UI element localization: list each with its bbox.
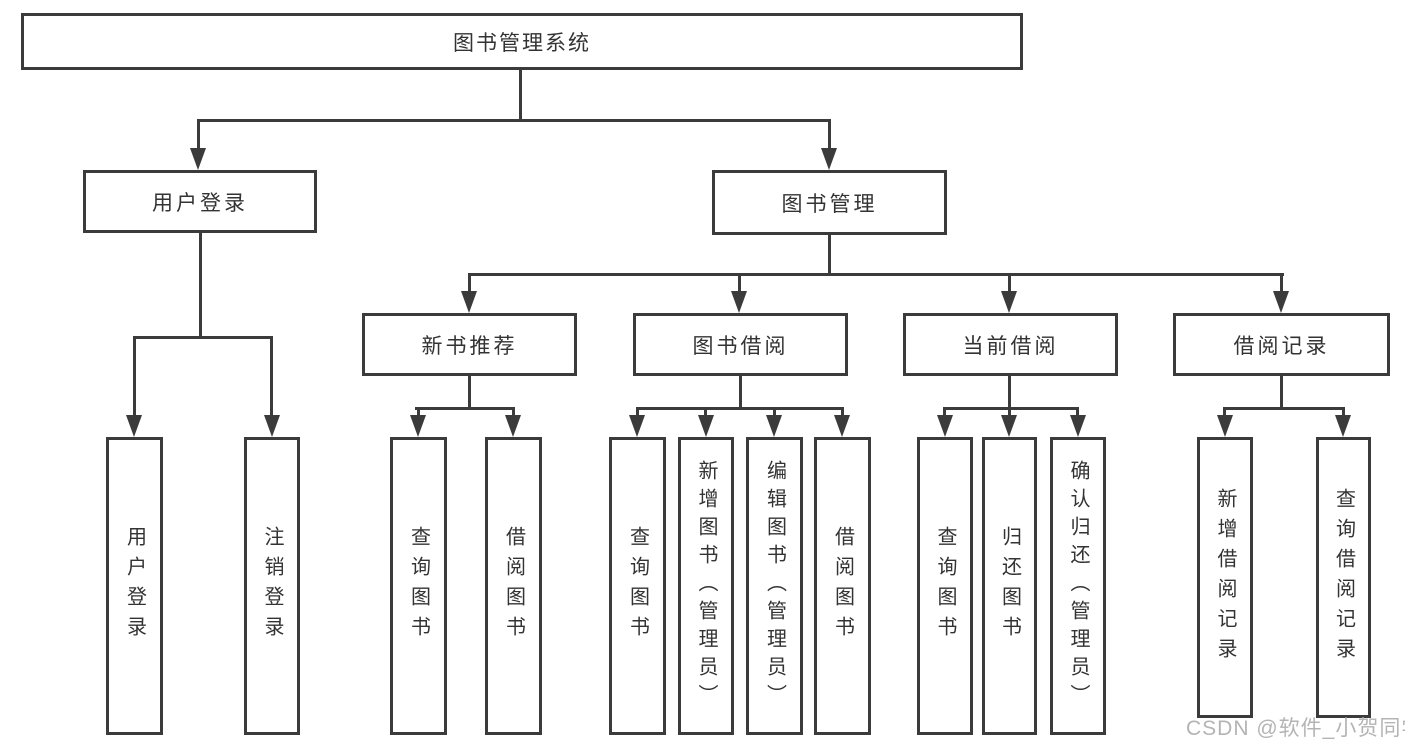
connector-line bbox=[828, 122, 831, 150]
arrow-down-icon bbox=[629, 415, 645, 437]
node-book-management-label: 图书管理 bbox=[781, 192, 878, 216]
arrow-down-icon bbox=[698, 415, 714, 437]
connector-line bbox=[1076, 409, 1079, 417]
leaf-borrow-books-recommend: 借阅图书 bbox=[485, 437, 542, 735]
connector-line bbox=[468, 376, 471, 407]
arrow-down-icon bbox=[1001, 415, 1017, 437]
leaf-query-books-borrowing-label: 查询图书 bbox=[626, 526, 649, 646]
leaf-user-login-label: 用户登录 bbox=[123, 526, 146, 646]
connector-line bbox=[773, 409, 776, 417]
connector-line bbox=[1280, 276, 1283, 293]
connector-line bbox=[519, 70, 522, 119]
leaf-logout: 注销登录 bbox=[244, 437, 300, 735]
node-new-book-recommend: 新书推荐 bbox=[362, 313, 577, 376]
leaf-query-books-recommend-label: 查询图书 bbox=[407, 526, 430, 646]
leaf-edit-books-admin: 编辑图书（管理员） bbox=[746, 437, 803, 735]
leaf-add-books-admin-label: 新增图书（管理员） bbox=[695, 460, 717, 712]
connector-line bbox=[636, 409, 639, 417]
arrow-down-icon bbox=[126, 415, 142, 437]
node-root-system-label: 图书管理系统 bbox=[453, 31, 591, 55]
node-new-book-recommend-label: 新书推荐 bbox=[421, 334, 518, 358]
connector-line bbox=[133, 336, 273, 339]
arrow-down-icon bbox=[410, 415, 426, 437]
arrow-down-icon bbox=[766, 415, 782, 437]
arrow-down-icon bbox=[937, 415, 953, 437]
connector-line bbox=[739, 376, 742, 407]
connector-line bbox=[417, 409, 420, 417]
node-borrowing-records-label: 借阅记录 bbox=[1233, 334, 1330, 358]
connector-line bbox=[512, 409, 515, 417]
connector-line bbox=[738, 276, 741, 293]
connector-line bbox=[636, 407, 844, 410]
connector-line bbox=[1008, 409, 1011, 417]
arrow-down-icon bbox=[1273, 291, 1289, 313]
leaf-query-books-recommend: 查询图书 bbox=[390, 437, 447, 735]
connector-line bbox=[468, 273, 1284, 276]
connector-line bbox=[1223, 407, 1345, 410]
arrow-down-icon bbox=[190, 148, 206, 170]
leaf-add-books-admin: 新增图书（管理员） bbox=[678, 437, 734, 735]
leaf-add-borrow-record-label: 新增借阅记录 bbox=[1214, 487, 1236, 668]
leaf-borrow-books-recommend-label: 借阅图书 bbox=[502, 526, 525, 646]
leaf-query-books-borrowing: 查询图书 bbox=[609, 437, 666, 735]
leaf-return-books: 归还图书 bbox=[982, 437, 1037, 735]
leaf-return-books-label: 归还图书 bbox=[998, 526, 1021, 646]
connector-line bbox=[199, 233, 202, 336]
connector-line bbox=[133, 339, 136, 417]
arrow-down-icon bbox=[461, 291, 477, 313]
node-book-borrowing: 图书借阅 bbox=[633, 313, 848, 376]
connector-line bbox=[1008, 376, 1011, 407]
connector-line bbox=[943, 407, 1079, 410]
leaf-borrow-books-borrowing: 借阅图书 bbox=[814, 437, 871, 735]
arrow-down-icon bbox=[1001, 291, 1017, 313]
connector-line bbox=[704, 409, 707, 417]
arrow-down-icon bbox=[505, 415, 521, 437]
leaf-logout-label: 注销登录 bbox=[261, 526, 283, 646]
leaf-confirm-return-admin-label: 确认归还（管理员） bbox=[1067, 460, 1089, 712]
connector-line bbox=[270, 339, 273, 417]
connector-line bbox=[1342, 409, 1345, 417]
connector-line bbox=[1280, 376, 1283, 407]
connector-line bbox=[197, 122, 200, 150]
arrow-down-icon bbox=[1217, 415, 1233, 437]
node-book-management: 图书管理 bbox=[712, 170, 947, 235]
leaf-query-books-current-label: 查询图书 bbox=[934, 526, 956, 646]
node-user-login: 用户登录 bbox=[83, 170, 317, 233]
arrow-down-icon bbox=[834, 415, 850, 437]
node-user-login-label: 用户登录 bbox=[152, 191, 248, 215]
connector-line bbox=[197, 119, 831, 122]
arrow-down-icon bbox=[731, 291, 747, 313]
leaf-add-borrow-record: 新增借阅记录 bbox=[1197, 437, 1253, 718]
connector-line bbox=[415, 407, 515, 410]
leaf-query-borrow-record: 查询借阅记录 bbox=[1316, 437, 1371, 718]
arrow-down-icon bbox=[821, 148, 837, 170]
connector-line bbox=[828, 235, 831, 273]
leaf-query-borrow-record-label: 查询借阅记录 bbox=[1332, 487, 1355, 668]
node-borrowing-records: 借阅记录 bbox=[1173, 313, 1390, 376]
connector-line bbox=[1008, 276, 1011, 293]
connector-line bbox=[841, 409, 844, 417]
leaf-edit-books-admin-label: 编辑图书（管理员） bbox=[763, 460, 786, 712]
leaf-borrow-books-borrowing-label: 借阅图书 bbox=[831, 526, 854, 646]
arrow-down-icon bbox=[1070, 415, 1086, 437]
leaf-query-books-current: 查询图书 bbox=[917, 437, 973, 735]
node-current-borrowing: 当前借阅 bbox=[903, 313, 1118, 376]
node-current-borrowing-label: 当前借阅 bbox=[962, 334, 1059, 358]
connector-line bbox=[1223, 409, 1226, 417]
watermark: CSDN @软件_小贺同学 bbox=[1186, 717, 1405, 740]
leaf-user-login: 用户登录 bbox=[106, 437, 163, 735]
arrow-down-icon bbox=[264, 415, 280, 437]
connector-line bbox=[468, 276, 471, 293]
arrow-down-icon bbox=[1335, 415, 1351, 437]
node-book-borrowing-label: 图书借阅 bbox=[692, 334, 789, 358]
node-root-system: 图书管理系统 bbox=[21, 13, 1023, 70]
leaf-confirm-return-admin: 确认归还（管理员） bbox=[1050, 437, 1106, 735]
connector-line bbox=[943, 409, 946, 417]
